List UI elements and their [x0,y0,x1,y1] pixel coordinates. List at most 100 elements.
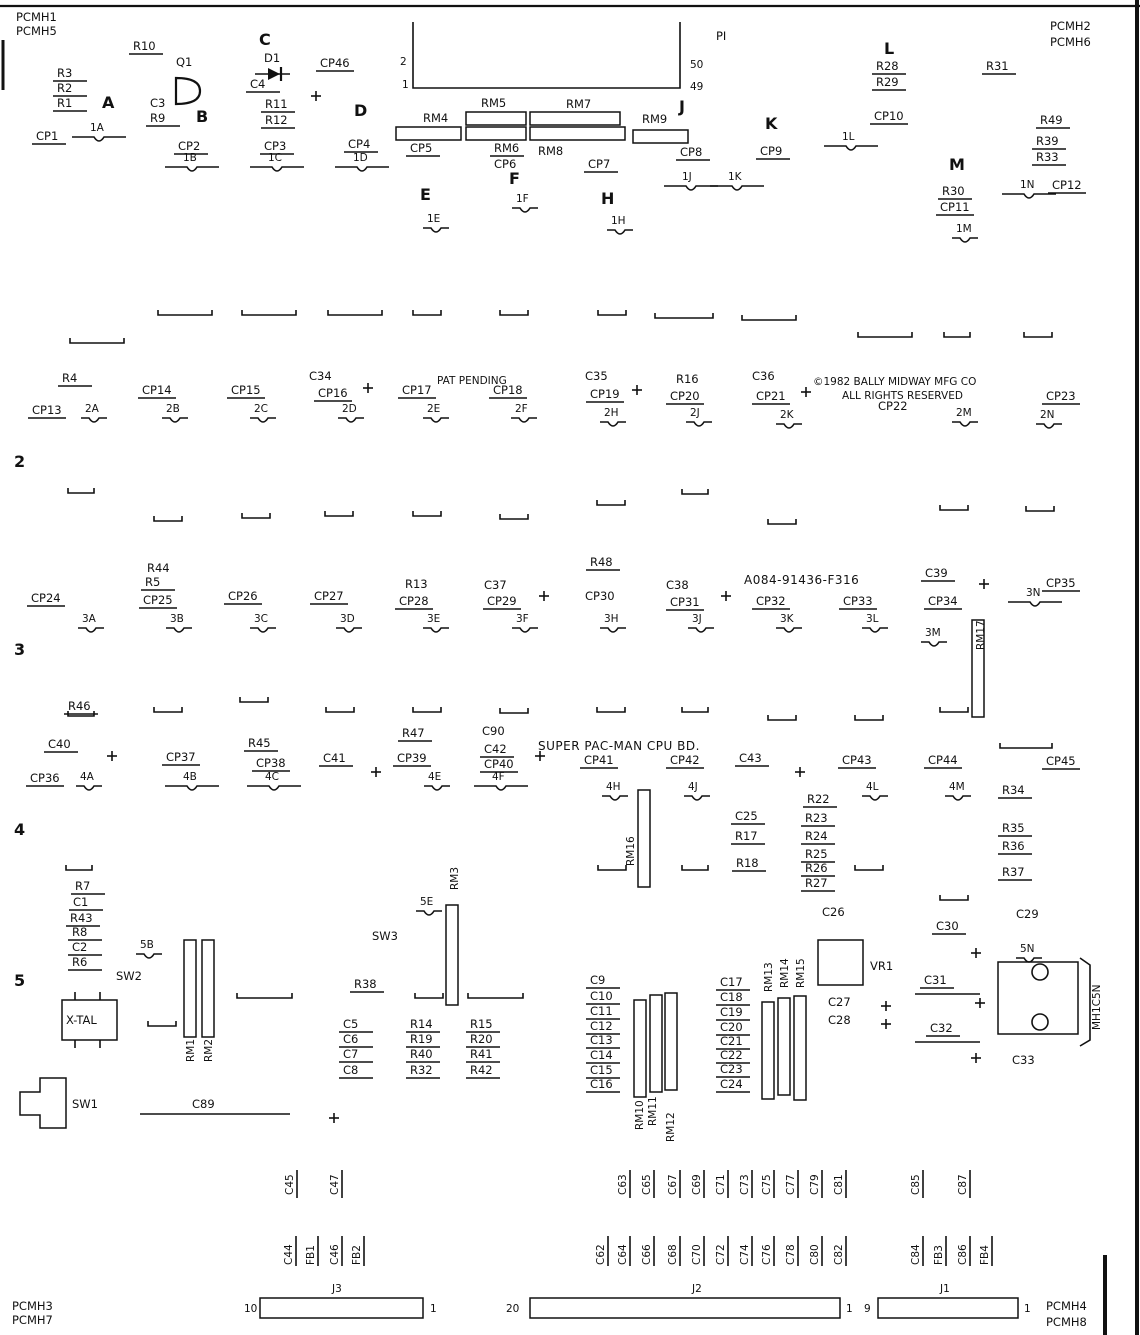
ic-footprint-edge [857,332,913,338]
component-c3: C3 [150,96,165,110]
component-label: R40 [410,1047,433,1061]
connector-j2 [529,1297,841,1319]
column-letter-a: A [102,93,115,112]
component-rm5: RM5 [481,96,506,110]
socket-label: 3L [866,613,879,625]
socket-4a: 4A [76,771,102,791]
component-r32: R32 [406,1063,440,1079]
socket-5e: 5E [416,896,442,916]
p1-label: PI [716,29,726,43]
component-label: R46 [68,699,91,713]
component-label: R47 [402,726,425,740]
socket-label: 4L [866,781,879,793]
corner-label: PCMH7 [12,1313,53,1327]
p1-pin-49: 49 [690,81,703,93]
component-c28: C28 [828,1013,851,1027]
polarity-plus-mark [539,591,549,601]
socket-1n: 1N [1002,179,1056,199]
socket-label: 3N [1026,587,1041,599]
socket-1d: 1D [335,152,389,172]
component-cp27: CP27 [310,589,348,605]
component-r1: R1 [53,96,87,112]
socket-label: 5B [140,939,154,951]
component-c71: C71 [715,1174,727,1195]
component-label: R44 [147,561,170,575]
socket-label: 4C [265,771,279,783]
component-cp29: CP29 [483,594,521,610]
component-c74: C74 [739,1244,751,1265]
component-label: CP15 [231,383,261,397]
component-cp22: CP22 [878,399,908,413]
component-label: Q1 [176,55,192,69]
component-r24: R24 [801,829,835,845]
polarity-plus-mark [971,948,981,958]
component-rm3: RM3 [449,867,461,890]
component-c40: C40 [44,737,78,753]
socket-2e: 2E [423,403,449,423]
component-r18: R18 [732,856,766,872]
socket-label: 1F [516,193,529,205]
socket-label: 1C [268,152,282,164]
component-cp9: CP9 [756,144,790,160]
component-r47: R47 [398,726,432,742]
ic-footprint-edge [325,707,355,713]
component-c36: C36 [752,369,775,383]
component-label: RM6 [494,141,519,155]
socket-label: 1B [183,152,197,164]
component-rm17: RM17 [975,620,987,650]
component-c72: C72 [715,1244,727,1265]
component-cp12: CP12 [1048,178,1086,194]
component-cp18: CP18 [489,383,527,399]
component-rm10: RM10 [634,1100,646,1130]
component-c89: C89 [192,1097,215,1111]
component-label: C25 [735,809,758,823]
component-label: CP37 [166,750,196,764]
ic-footprint-edge [741,315,797,321]
component-cp16: CP16 [314,386,352,402]
component-label: CP27 [314,589,344,603]
connector-j3 [259,1297,424,1319]
component-label: CP11 [940,200,970,214]
component-label: C11 [590,1004,613,1018]
component-label: C41 [323,751,346,765]
component-cp15: CP15 [227,383,265,399]
component-label: C23 [720,1062,743,1076]
component-cp28: CP28 [395,594,433,610]
component-c38: C38 [666,578,689,592]
component-c18: C18 [716,990,750,1006]
ic-footprint-edge [153,707,183,713]
component-r17: R17 [731,829,765,845]
component-r46: R46 [64,699,98,715]
ic-footprint-edge [412,511,442,517]
ic-footprint-edge [681,489,709,495]
corner-label: PCMH2 [1050,19,1091,33]
socket-4b: 4B [165,771,219,791]
ic-footprint-edge [767,519,797,525]
ic-footprint-edge [596,500,626,506]
component-c12: C12 [586,1019,620,1035]
component-rm2: RM2 [203,1039,215,1062]
component-label: CP13 [32,403,62,417]
socket-4m: 4M [945,781,971,801]
component-cp5: CP5 [406,141,440,157]
component-c6: C6 [339,1032,373,1048]
component-label: C37 [484,578,507,592]
component-c86: C86 [957,1244,969,1265]
component-label: C16 [590,1077,613,1091]
component-cp24: CP24 [27,591,65,607]
component-r11: R11 [261,97,295,113]
component-c66: C66 [641,1244,653,1265]
component-r8: R8 [68,925,102,941]
component-label: CP26 [228,589,258,603]
socket-3j: 3J [688,613,714,633]
copyright-line-1: ©1982 BALLY MIDWAY MFG CO [813,376,976,388]
component-label: R6 [72,955,87,969]
polarity-plus-mark [975,998,985,1008]
socket-label: 3J [692,613,702,625]
component-r31: R31 [982,59,1016,75]
component-label: R29 [876,75,899,89]
component-label: RM8 [538,144,563,158]
component-c27: C27 [828,995,851,1009]
component-label: R28 [876,59,899,73]
component-label: CP22 [878,399,908,413]
